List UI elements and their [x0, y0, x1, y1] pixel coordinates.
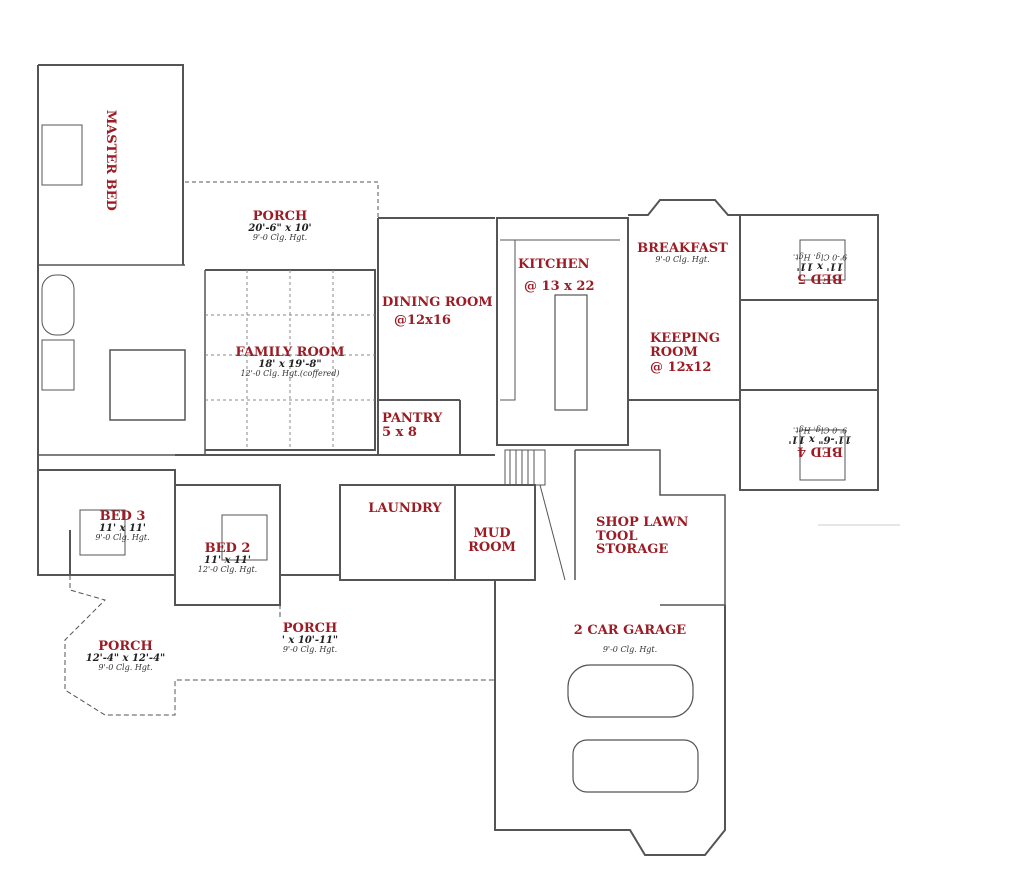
- room-dim: @12x16: [394, 312, 451, 328]
- room-bed5: BED 5 11' x 11' 9'-0 Clg. Hgt.: [785, 252, 855, 285]
- wall-laundry: [339, 484, 456, 581]
- room-clg: 9'-0 Clg. Hgt.: [792, 425, 848, 435]
- bed5-bed: [799, 239, 846, 281]
- room-name: KEEPING ROOM: [650, 331, 720, 360]
- room-name: PORCH: [282, 621, 338, 636]
- room-mud-room: MUD ROOM: [462, 527, 522, 554]
- room-dim: ' x 10'-11": [281, 634, 339, 646]
- room-name: BED 5: [797, 270, 843, 286]
- wall-hall: [175, 454, 495, 576]
- room-master-bed: MASTER BED: [102, 109, 118, 211]
- room-pantry: PANTRY 5 x 8: [382, 412, 452, 439]
- room-dim: @ 13 x 22: [524, 278, 595, 294]
- wall-porch-rear: [185, 181, 379, 270]
- room-name: BED 2: [204, 541, 251, 556]
- car-2: [572, 739, 699, 793]
- room-name: BED 4: [797, 443, 843, 459]
- room-clg: 12'-0 Clg. Hgt.(coffered): [240, 369, 340, 379]
- room-porch-front: PORCH ' x 10'-11" 9'-0 Clg. Hgt.: [270, 622, 350, 655]
- room-family-room: FAMILY ROOM 18' x 19'-8" 12'-0 Clg. Hgt.…: [225, 346, 355, 379]
- room-name: MASTER BED: [102, 109, 118, 211]
- room-dim: 18' x 19'-8": [258, 358, 322, 370]
- room-clg: 12'-0 Clg. Hgt.: [197, 565, 258, 575]
- room-porch-rear: PORCH 20'-6" x 10' 9'-0 Clg. Hgt.: [230, 210, 330, 243]
- room-name: LAUNDRY: [368, 501, 442, 516]
- room-clg: 9'-0 Clg. Hgt.: [792, 252, 848, 262]
- wall-master-bed: [37, 64, 184, 455]
- room-name: SHOP LAWN TOOL STORAGE: [596, 515, 689, 558]
- room-bed2: BED 2 11' x 11' 12'-0 Clg. Hgt.: [190, 542, 265, 575]
- master-bed-furniture: [41, 124, 83, 186]
- car-1: [567, 664, 694, 718]
- room-name: PANTRY: [382, 411, 443, 426]
- room-dining-room: DINING ROOM @12x16: [382, 295, 493, 328]
- room-dim: 5 x 8: [382, 424, 417, 440]
- bed3-bed: [79, 509, 126, 556]
- room-laundry: LAUNDRY: [365, 502, 445, 516]
- room-name: KITCHEN: [518, 257, 590, 272]
- room-kitchen: KITCHEN @ 13 x 22: [518, 258, 598, 293]
- room-keeping-room: KEEPING ROOM @ 12x12: [650, 332, 720, 375]
- room-clg: 9'-0 Clg. Hgt.: [95, 533, 150, 543]
- wall-master-bath: [38, 264, 206, 456]
- wall-shop: [574, 449, 726, 606]
- room-bed3: BED 3 11' x 11' 9'-0 Clg. Hgt.: [85, 510, 160, 543]
- room-name: MUD ROOM: [468, 526, 516, 555]
- room-dim: 11' x 11': [99, 522, 146, 534]
- bathtub: [41, 274, 75, 336]
- room-dim: 12'-4" x 12'-4": [85, 652, 166, 664]
- room-dim: @ 12x12: [650, 360, 712, 376]
- room-clg: 9'-0 Clg. Hgt.: [282, 645, 338, 655]
- room-clg: 9'-0 Clg. Hgt.: [602, 644, 658, 654]
- wall-right-wing: [739, 214, 879, 491]
- wall-porch-front: [64, 575, 495, 716]
- stairs: [504, 449, 566, 581]
- shower: [41, 339, 75, 391]
- coffered-ceiling: [205, 270, 375, 450]
- room-clg: 9'-0 Clg. Hgt.: [98, 663, 153, 673]
- room-garage: 2 CAR GARAGE 9'-0 Clg. Hgt.: [565, 624, 695, 654]
- room-clg: 9'-0 Clg. Hgt.: [655, 254, 710, 264]
- room-clg: 9'-0 Clg. Hgt.: [252, 233, 308, 243]
- wall-kitchen: [496, 217, 629, 446]
- kitchen-island: [554, 294, 588, 411]
- bed4-bed: [799, 429, 846, 481]
- room-dim: 11' x 11': [796, 260, 844, 272]
- room-name: FAMILY ROOM: [235, 345, 345, 360]
- room-dim: 11' x 11': [204, 554, 251, 566]
- room-shop: SHOP LAWN TOOL STORAGE: [596, 516, 696, 557]
- room-name: 2 CAR GARAGE: [573, 623, 687, 638]
- room-name: BREAKFAST: [637, 241, 728, 256]
- room-name: BED 3: [99, 509, 146, 524]
- room-porch-round: PORCH 12'-4" x 12'-4" 9'-0 Clg. Hgt.: [78, 640, 173, 673]
- bed2-bed: [221, 514, 268, 561]
- room-name: PORCH: [98, 639, 153, 654]
- room-breakfast: BREAKFAST 9'-0 Clg. Hgt.: [635, 242, 730, 264]
- wall-dining-room: [377, 217, 495, 456]
- room-bed4: BED 4 11'-6" x 11' 9'-0 Clg. Hgt.: [785, 425, 855, 458]
- wall-garage: [494, 580, 726, 856]
- kitchen-counter: [500, 239, 620, 401]
- room-name: PORCH: [252, 209, 308, 224]
- room-name: DINING ROOM: [382, 295, 493, 310]
- room-dim: 11'-6" x 11': [788, 433, 852, 445]
- room-dim: 20'-6" x 10': [248, 222, 312, 234]
